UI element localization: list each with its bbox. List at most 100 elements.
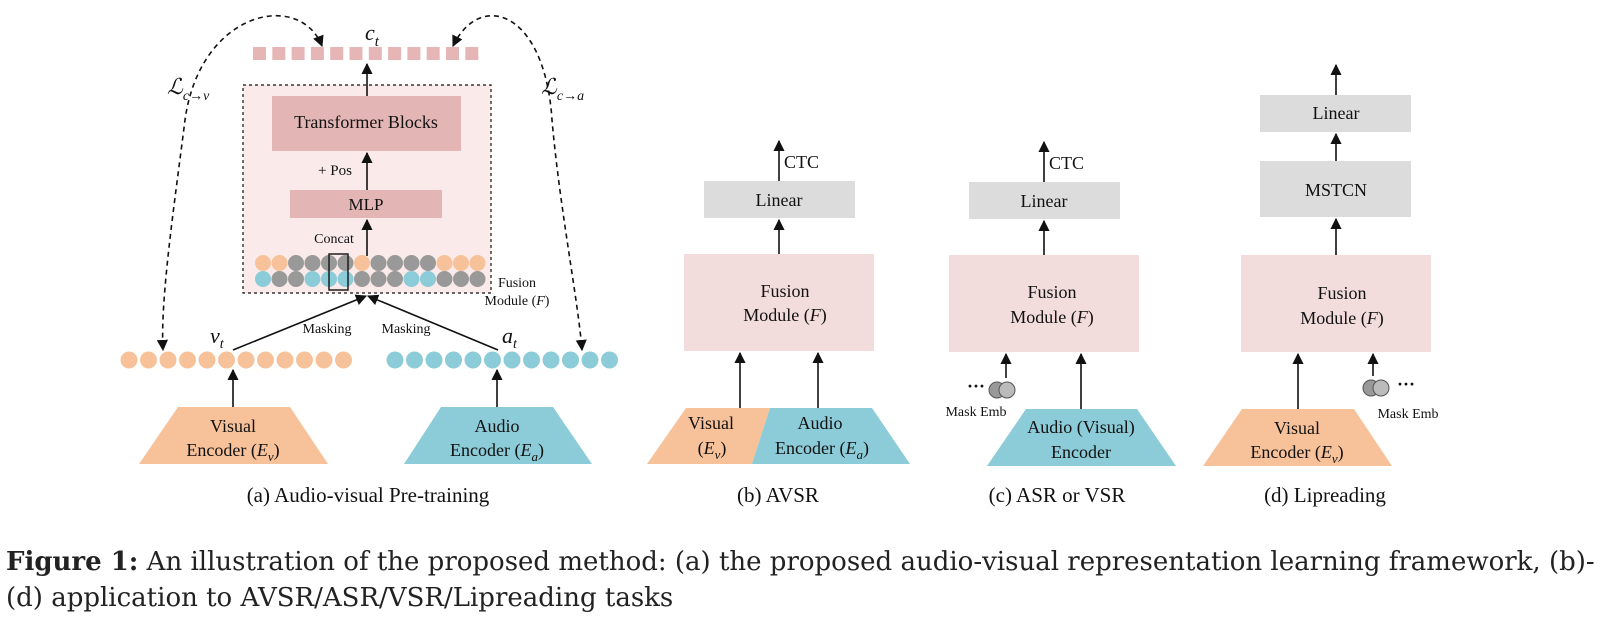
- audio-feature-token: [445, 351, 462, 369]
- linear-label-d: Linear: [1313, 103, 1360, 123]
- fused-token-row-bottom: [255, 271, 486, 287]
- visual-feature-token: [257, 351, 274, 369]
- visual-feature-token: [140, 351, 157, 369]
- panel-a-caption: (a) Audio-visual Pre-training: [247, 483, 490, 507]
- encoder-d-line2: Encoder (Ev): [1250, 442, 1343, 466]
- context-token: [349, 47, 363, 60]
- audio-feature-token: [464, 351, 482, 369]
- visual-feature-token: [159, 351, 177, 369]
- audio-encoder-b: [752, 408, 910, 464]
- audio-encoder-b-line2: Encoder (Ea): [775, 438, 869, 462]
- positional-label: + Pos: [318, 163, 352, 179]
- visual-feature-token: [335, 351, 352, 369]
- fused-token: [354, 255, 370, 271]
- fused-token: [255, 271, 271, 287]
- audio-feature-token: [542, 351, 560, 369]
- panel-b-caption: (b) AVSR: [737, 483, 819, 507]
- encoder-d-line1: Visual: [1274, 418, 1320, 438]
- fusion-label-c-line1: Fusion: [1027, 282, 1076, 302]
- encoder-c-line1: Audio (Visual): [1027, 417, 1134, 438]
- fused-token: [271, 271, 288, 287]
- visual-feature-token: [315, 351, 333, 369]
- mstcn-block-d: [1260, 161, 1411, 217]
- figure-caption-text: An illustration of the proposed method: …: [6, 547, 1595, 613]
- linear-block-c: [969, 182, 1120, 219]
- panel-d-caption: (d) Lipreading: [1264, 483, 1386, 507]
- audio-feature-token: [581, 351, 599, 369]
- fused-token: [304, 271, 321, 287]
- context-token: [426, 47, 440, 60]
- fused-token: [387, 271, 403, 287]
- fusion-label-d-line1: Fusion: [1317, 283, 1366, 303]
- linear-label-b: Linear: [756, 190, 803, 210]
- panel-b-avsr: CTC Linear Fusion Module (F) Visual (Ev)…: [647, 139, 910, 507]
- figure-caption: Figure 1: An illustration of the propose…: [6, 544, 1601, 616]
- audio-feature-token: [425, 351, 443, 369]
- visual-feature-token: [296, 351, 313, 369]
- fusion-label-d-line2: Module (F): [1300, 308, 1384, 329]
- context-token-row: [253, 47, 479, 60]
- visual-feature-token: [179, 351, 196, 369]
- panel-d-lipreading: Linear MSTCN Fusion Module (F) ··· Mask …: [1203, 63, 1439, 507]
- visual-masking-arrow: [232, 294, 368, 351]
- fused-token: [436, 255, 453, 271]
- method-illustration: ct ℒc→v ℒc→a Transformer Blocks + Pos ML…: [120, 14, 1439, 507]
- mask-emb-label-d: Mask Emb: [1377, 407, 1438, 422]
- audio-feature-row: [386, 351, 618, 369]
- visual-encoder-d: [1203, 409, 1392, 466]
- encoder-c-line2: Encoder: [1051, 442, 1111, 462]
- fused-token: [453, 271, 469, 287]
- linear-block-d: [1260, 95, 1411, 132]
- context-token-label: ct: [365, 20, 380, 50]
- context-token: [465, 47, 479, 60]
- figure-caption-label: Figure 1:: [6, 547, 139, 577]
- transformer-blocks-label: Transformer Blocks: [294, 112, 438, 132]
- audio-feature-token: [484, 351, 501, 369]
- transformer-blocks: [272, 96, 461, 151]
- context-token: [291, 47, 305, 60]
- visual-encoder-b-line1: Visual: [688, 413, 734, 433]
- visual-feature-row: [120, 351, 352, 369]
- fused-token: [387, 255, 403, 271]
- audio-feature-token: [406, 351, 423, 369]
- fused-token: [337, 271, 354, 287]
- fused-token: [354, 271, 370, 287]
- masking-right-label: Masking: [382, 322, 431, 337]
- context-token: [272, 47, 286, 60]
- visual-feature-token: [120, 351, 138, 369]
- loss-c-to-v-arrow: [156, 14, 324, 352]
- audio-encoder-a-line1: Audio: [475, 416, 520, 436]
- fused-token: [469, 255, 486, 271]
- fused-token: [370, 255, 387, 271]
- fusion-module-b: [684, 254, 874, 351]
- mask-emb-label-c: Mask Emb: [945, 405, 1006, 420]
- visual-encoder-a: [139, 407, 328, 464]
- loss-c-to-a-label: ℒc→a: [541, 74, 584, 104]
- ctc-label-b: CTC: [784, 152, 819, 172]
- visual-feature-label: vt: [210, 323, 225, 352]
- fused-token: [271, 255, 288, 271]
- mstcn-label-d: MSTCN: [1305, 180, 1367, 200]
- panel-a-pretraining: ct ℒc→v ℒc→a Transformer Blocks + Pos ML…: [120, 14, 618, 507]
- visual-feature-token: [276, 351, 294, 369]
- linear-label-c: Linear: [1021, 191, 1068, 211]
- fusion-label-b-line1: Fusion: [760, 281, 809, 301]
- concat-label: Concat: [314, 232, 354, 247]
- masking-left-label: Masking: [303, 322, 352, 337]
- fused-token: [469, 271, 486, 287]
- mask-emb-token-d2: [1372, 379, 1390, 397]
- fused-token: [436, 271, 453, 287]
- fused-token-row-top: [255, 255, 486, 271]
- visual-encoder-a-line1: Visual: [210, 416, 256, 436]
- context-token: [253, 47, 266, 60]
- visual-feature-token: [218, 351, 235, 369]
- audio-encoder-a-line2: Encoder (Ea): [450, 440, 544, 464]
- context-token: [407, 47, 421, 60]
- loss-c-to-a-arrow: [452, 15, 587, 352]
- loss-c-to-v-label: ℒc→v: [167, 74, 210, 104]
- fusion-module-label-line1: Fusion: [498, 276, 536, 291]
- mlp-label: MLP: [349, 195, 384, 214]
- audio-visual-encoder-c: [987, 409, 1176, 466]
- mlp-block: [290, 190, 442, 218]
- mask-dots-c: ···: [967, 376, 985, 396]
